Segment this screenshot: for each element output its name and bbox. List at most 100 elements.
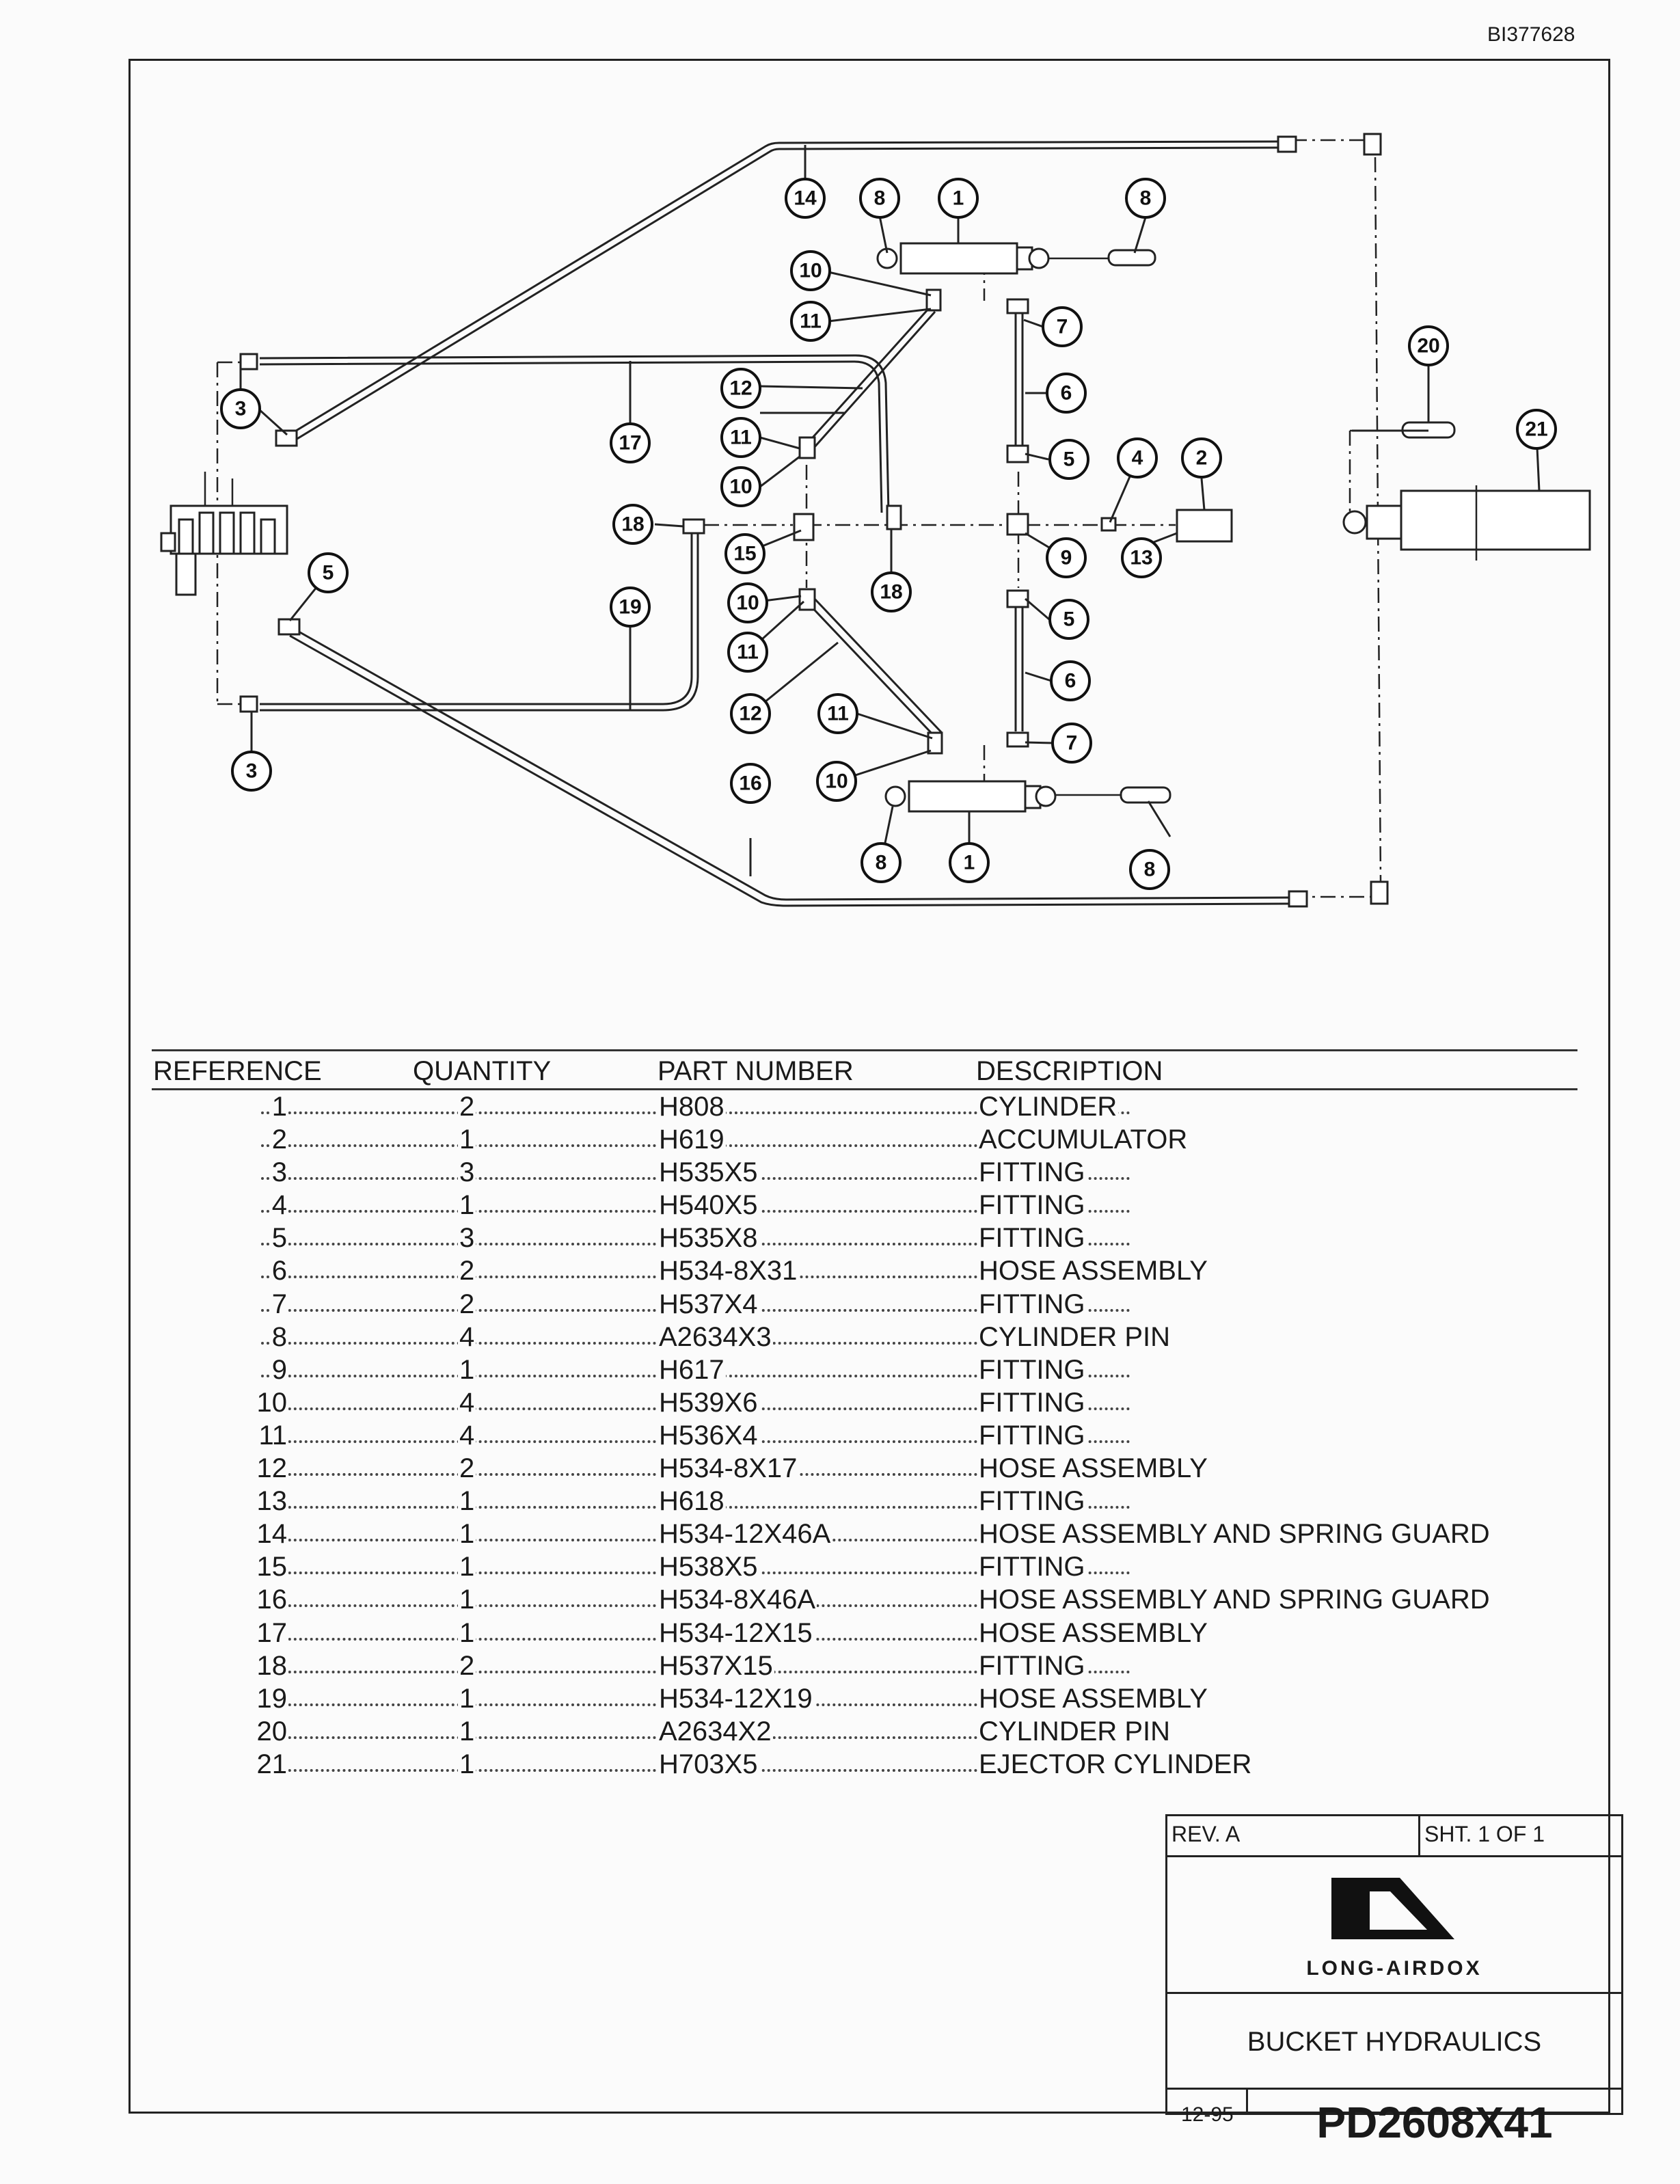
svg-text:12: 12 — [729, 377, 752, 400]
svg-text:3: 3 — [235, 398, 247, 420]
control-valve — [160, 472, 288, 596]
balloon-5: 5 — [308, 552, 349, 593]
row-reference: 21 — [255, 1749, 288, 1780]
company-name: LONG-AIRDOX — [1306, 1957, 1482, 1980]
row-description: FITTING — [977, 1650, 1087, 1682]
row-quantity: 2 — [458, 1289, 476, 1320]
balloon-11: 11 — [817, 693, 858, 734]
balloon-10: 10 — [720, 466, 761, 507]
row-part-number: H534-8X31 — [658, 1256, 799, 1287]
balloon-5: 5 — [1048, 599, 1089, 640]
svg-text:8: 8 — [874, 187, 886, 210]
company-logo: LONG-AIRDOX — [1167, 1857, 1621, 1994]
row-part-number: H535X8 — [658, 1223, 759, 1254]
balloon-7: 7 — [1042, 306, 1083, 347]
balloon-8: 8 — [859, 178, 900, 219]
row-description: CYLINDER PIN — [977, 1321, 1172, 1353]
row-reference: 20 — [255, 1716, 288, 1747]
row-description: FITTING — [977, 1420, 1087, 1451]
svg-text:4: 4 — [1132, 447, 1143, 470]
balloon-10: 10 — [727, 582, 768, 623]
row-description: FITTING — [977, 1190, 1087, 1222]
svg-text:1: 1 — [964, 852, 975, 874]
svg-text:11: 11 — [827, 703, 849, 725]
cylinder-upper — [876, 242, 1156, 275]
row-description: HOSE ASSEMBLY — [977, 1683, 1209, 1714]
svg-text:15: 15 — [733, 543, 756, 565]
svg-text:5: 5 — [1063, 448, 1075, 471]
svg-text:5: 5 — [1063, 608, 1075, 631]
row-quantity: 1 — [458, 1683, 476, 1714]
balloon-7: 7 — [1051, 723, 1092, 764]
balloon-18: 18 — [871, 571, 912, 612]
hydraulic-schematic: 14 8 1 8 10 11 7 20 12 6 21 3 17 11 5 4 … — [160, 133, 1591, 908]
row-reference: 2 — [270, 1124, 288, 1156]
svg-text:10: 10 — [799, 260, 822, 282]
balloon-12: 12 — [730, 693, 771, 734]
balloon-1: 1 — [938, 178, 979, 219]
header-part-number: PART NUMBER — [658, 1056, 854, 1086]
row-part-number: H703X5 — [658, 1749, 759, 1780]
balloon-8: 8 — [1125, 178, 1166, 219]
svg-text:20: 20 — [1417, 335, 1439, 358]
svg-text:7: 7 — [1066, 732, 1078, 755]
svg-text:10: 10 — [736, 592, 759, 615]
svg-text:17: 17 — [619, 432, 641, 455]
balloon-13: 13 — [1121, 537, 1162, 578]
row-part-number: H618 — [658, 1486, 726, 1518]
row-part-number: H808 — [658, 1092, 726, 1122]
row-quantity: 1 — [458, 1552, 476, 1583]
row-part-number: H539X6 — [658, 1387, 759, 1418]
row-quantity: 1 — [458, 1124, 476, 1156]
long-airdox-logo-icon — [1331, 1878, 1454, 1939]
header-reference: REFERENCE — [153, 1056, 322, 1086]
row-part-number: A2634X3 — [658, 1321, 773, 1353]
cylinder-lower — [884, 780, 1171, 813]
row-quantity: 4 — [458, 1321, 476, 1353]
svg-text:11: 11 — [737, 641, 759, 664]
row-description: FITTING — [977, 1157, 1087, 1189]
row-reference: 5 — [270, 1223, 288, 1254]
row-reference: 3 — [270, 1157, 288, 1189]
balloon-10: 10 — [790, 250, 831, 291]
row-part-number: H537X4 — [658, 1289, 759, 1320]
svg-text:21: 21 — [1525, 418, 1547, 441]
parts-list: REFERENCE QUANTITY PART NUMBER DESCRIPTI… — [152, 1049, 1577, 1781]
balloon-18: 18 — [612, 504, 653, 545]
hose-19 — [260, 533, 693, 705]
fittings — [239, 133, 1389, 908]
balloon-14: 14 — [785, 178, 826, 219]
row-part-number: H534-12X46A — [658, 1519, 832, 1550]
parts-list-header: REFERENCE QUANTITY PART NUMBER DESCRIPTI… — [152, 1051, 1577, 1090]
svg-text:13: 13 — [1130, 547, 1152, 569]
row-quantity: 1 — [458, 1519, 476, 1550]
row-part-number: H619 — [658, 1124, 726, 1156]
row-description: HOSE ASSEMBLY AND SPRING GUARD — [977, 1585, 1491, 1616]
row-reference: 14 — [255, 1519, 288, 1550]
balloon-3: 3 — [220, 388, 261, 429]
balloon-5: 5 — [1048, 439, 1089, 480]
row-reference: 11 — [257, 1420, 288, 1451]
row-reference: 4 — [270, 1190, 288, 1222]
svg-text:12: 12 — [739, 703, 761, 725]
balloon-15: 15 — [724, 533, 766, 574]
row-quantity: 1 — [458, 1617, 476, 1649]
row-quantity: 4 — [458, 1387, 476, 1418]
row-quantity: 2 — [458, 1256, 476, 1287]
svg-text:11: 11 — [800, 310, 822, 333]
svg-text:10: 10 — [825, 770, 848, 793]
svg-text:16: 16 — [739, 772, 761, 795]
row-description: HOSE ASSEMBLY — [977, 1617, 1209, 1649]
hose-12-lower — [805, 600, 938, 740]
sheet-number: SHT. 1 OF 1 — [1420, 1816, 1621, 1857]
balloon-11: 11 — [727, 632, 768, 673]
balloon-8: 8 — [861, 842, 902, 883]
